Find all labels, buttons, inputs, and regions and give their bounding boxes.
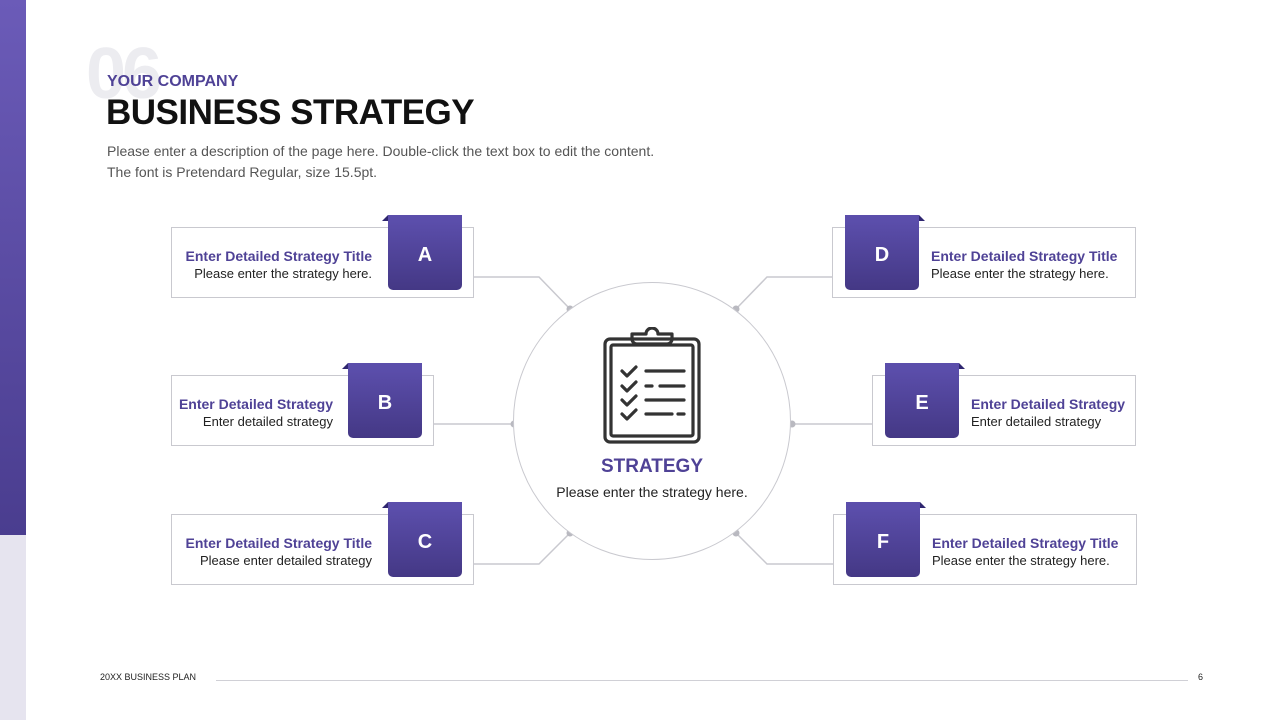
- company-label: YOUR COMPANY: [107, 73, 239, 90]
- description-line: The font is Pretendard Regular, size 15.…: [107, 164, 378, 180]
- footer-page-number: 6: [1198, 672, 1204, 682]
- card-letter-badge-a: A: [382, 215, 462, 290]
- card-title: Enter Detailed Strategy Title: [931, 248, 1118, 264]
- side-accent-bar-light: [0, 535, 26, 720]
- card-letter-badge-d: D: [845, 215, 925, 290]
- card-title: Enter Detailed Strategy Title: [185, 535, 372, 551]
- card-title: Enter Detailed Strategy: [971, 396, 1126, 412]
- background-page-number: 06: [86, 34, 162, 114]
- footer-divider: [216, 680, 1188, 681]
- card-text: Enter detailed strategy: [971, 414, 1102, 429]
- clipboard-checklist-icon: [603, 327, 701, 444]
- card-title: Enter Detailed Strategy Title: [185, 248, 372, 264]
- card-text: Please enter the strategy here.: [932, 553, 1110, 568]
- description-line: Please enter a description of the page h…: [107, 143, 655, 159]
- card-letter-badge-c: C: [382, 502, 462, 577]
- card-text: Please enter the strategy here.: [194, 266, 372, 281]
- card-letter-badge-f: F: [846, 502, 926, 577]
- card-text: Enter detailed strategy: [202, 414, 333, 429]
- page-description: Please enter a description of the page h…: [107, 141, 727, 183]
- card-letter-badge-b: B: [342, 363, 422, 438]
- center-title: STRATEGY: [600, 456, 704, 477]
- card-title: Enter Detailed Strategy: [178, 396, 333, 412]
- side-accent-bar: [0, 0, 26, 535]
- footer-label: 20XX BUSINESS PLAN: [100, 672, 197, 682]
- page-title: BUSINESS STRATEGY: [106, 93, 475, 132]
- card-text: Please enter the strategy here.: [931, 266, 1109, 281]
- card-letter-badge-e: E: [885, 363, 965, 438]
- center-subtitle: Please enter the strategy here.: [556, 484, 748, 500]
- card-title: Enter Detailed Strategy Title: [932, 535, 1119, 551]
- card-text: Please enter detailed strategy: [200, 553, 372, 568]
